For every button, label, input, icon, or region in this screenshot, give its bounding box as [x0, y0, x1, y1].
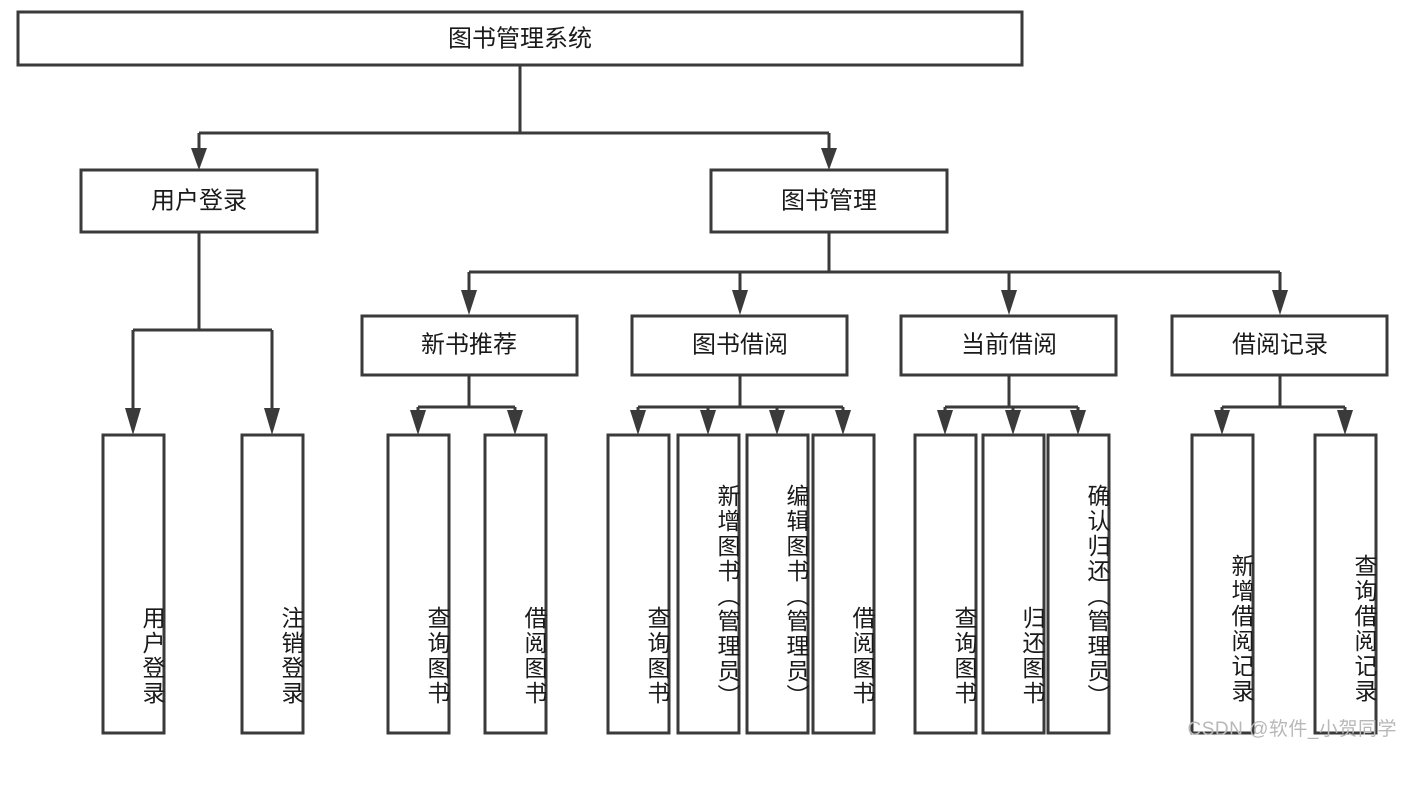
node-leaf-borrow-book-2-box[interactable]	[811, 433, 876, 735]
node-leaf-query-book-1-box[interactable]	[386, 433, 451, 735]
node-current-borrow-label: 当前借阅	[961, 331, 1057, 358]
node-leaf-confirm-return-box[interactable]	[1046, 433, 1111, 735]
node-leaf-return-book-box[interactable]	[981, 433, 1046, 735]
diagram-canvas: 图书管理系统 用户登录 图书管理 新书推荐 图书借阅 当前借阅 借阅记录	[16, 10, 1397, 740]
arrow-head-leaf-query-book-1	[410, 410, 426, 435]
node-leaf-logout-box[interactable]	[240, 433, 305, 735]
node-root-box[interactable]	[16, 10, 1024, 67]
arrow-head-leaf-query-record	[1337, 410, 1353, 435]
arrow-head-borrow-record	[1272, 290, 1288, 315]
csdn-watermark: CSDN @软件_小贺同学	[1187, 719, 1397, 740]
node-leaf-query-book-3-box[interactable]	[913, 433, 978, 735]
node-user-login-label: 用户登录	[151, 187, 247, 214]
node-book-borrow-label: 图书借阅	[692, 331, 788, 358]
arrow-head-book-manage	[821, 148, 837, 170]
node-leaf-user-login-box[interactable]	[101, 433, 166, 735]
node-borrow-record-box[interactable]	[1170, 314, 1389, 377]
node-leaf-add-record-box[interactable]	[1190, 433, 1255, 735]
connector-layer	[125, 65, 1353, 435]
node-layer: 图书管理系统 用户登录 图书管理 新书推荐 图书借阅 当前借阅 借阅记录	[16, 10, 1389, 735]
node-book-borrow-box[interactable]	[630, 314, 849, 377]
tree-diagram-svg: 图书管理系统 用户登录 图书管理 新书推荐 图书借阅 当前借阅 借阅记录	[16, 10, 1389, 735]
arrow-head-leaf-return-book	[1005, 410, 1021, 435]
node-current-borrow-box[interactable]	[899, 314, 1118, 377]
node-root-label: 图书管理系统	[448, 25, 592, 52]
node-leaf-edit-book-box[interactable]	[745, 433, 810, 735]
arrow-head-new-book-recommend	[461, 290, 477, 315]
arrow-head-leaf-add-book	[700, 410, 716, 435]
arrow-head-leaf-query-book-3	[937, 410, 953, 435]
node-new-book-recommend-box[interactable]	[360, 314, 579, 377]
node-leaf-query-record-box[interactable]	[1313, 433, 1378, 735]
arrow-head-leaf-user-login	[125, 408, 141, 435]
node-user-login-box[interactable]	[79, 168, 319, 234]
arrow-head-current-borrow	[1001, 290, 1017, 315]
arrow-head-leaf-borrow-book-2	[835, 410, 851, 435]
arrow-head-leaf-confirm-return	[1070, 410, 1086, 435]
arrow-head-leaf-query-book-2	[630, 410, 646, 435]
arrow-head-leaf-logout	[264, 408, 280, 435]
arrow-head-leaf-add-record	[1214, 410, 1230, 435]
node-borrow-record-label: 借阅记录	[1232, 331, 1328, 358]
arrow-head-leaf-borrow-book-1	[507, 410, 523, 435]
node-book-manage-label: 图书管理	[781, 187, 877, 214]
arrow-head-user-login	[191, 148, 207, 170]
node-leaf-borrow-book-1-box[interactable]	[483, 433, 548, 735]
arrow-head-book-borrow	[732, 290, 748, 315]
node-leaf-add-book-box[interactable]	[676, 433, 741, 735]
arrow-head-leaf-edit-book	[769, 410, 785, 435]
node-new-book-recommend-label: 新书推荐	[421, 331, 517, 358]
node-leaf-query-book-2-box[interactable]	[606, 433, 671, 735]
node-book-manage-box[interactable]	[709, 168, 949, 234]
